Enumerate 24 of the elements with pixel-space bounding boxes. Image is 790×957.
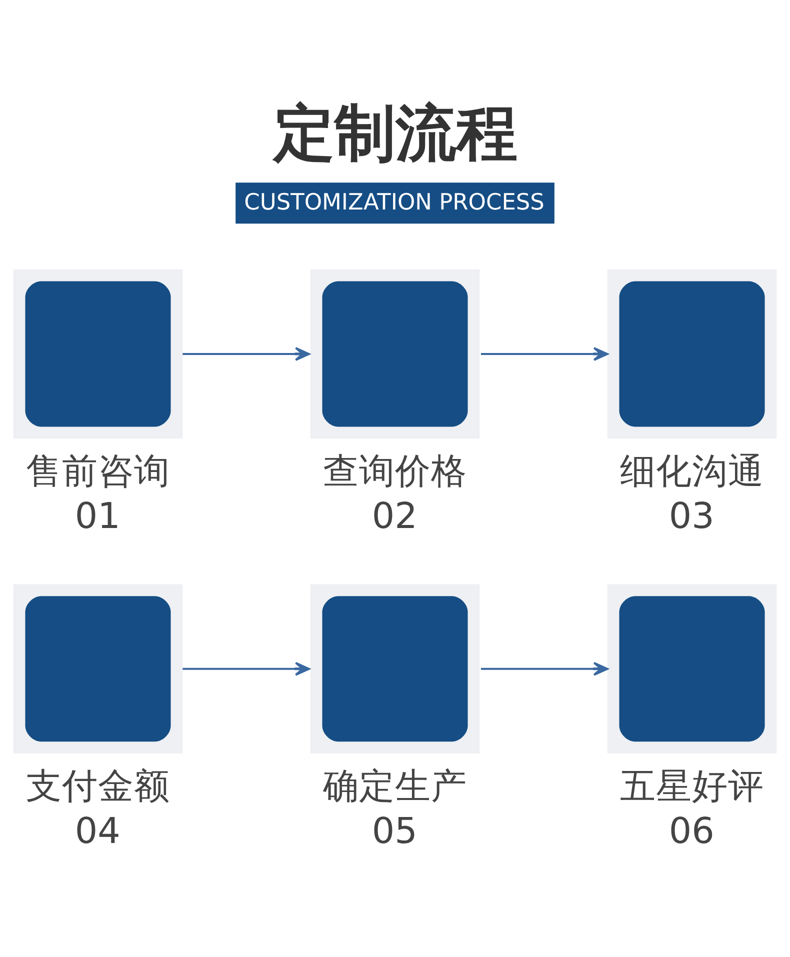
- node-label: 04: [74, 810, 120, 852]
- node-label: 五星好评: [620, 765, 764, 806]
- node-box: [607, 584, 777, 754]
- label: CUSTOMIZATION PROCESS: [244, 188, 544, 215]
- node-label: 05: [372, 810, 418, 852]
- node-label: 02: [372, 496, 418, 537]
- node-label: 确定生产: [322, 765, 467, 806]
- diagram-title: 定制流程: [273, 98, 518, 168]
- arrow: [481, 346, 608, 360]
- node-box: [310, 268, 480, 438]
- node-box: [607, 268, 777, 438]
- node-box: [310, 584, 480, 754]
- node-label: 支付金额: [26, 765, 170, 806]
- arrow: [182, 346, 310, 360]
- node-label: 查询价格: [322, 450, 467, 492]
- arrow: [182, 661, 310, 676]
- arrow: [481, 661, 608, 676]
- node-box: [13, 268, 183, 438]
- node-box: [13, 584, 183, 754]
- node-label: 01: [74, 496, 120, 537]
- node-label: 06: [668, 810, 714, 852]
- node-label: 03: [668, 496, 714, 537]
- node-label: 售前咨询: [26, 450, 170, 492]
- node-label: 细化沟通: [620, 450, 764, 492]
